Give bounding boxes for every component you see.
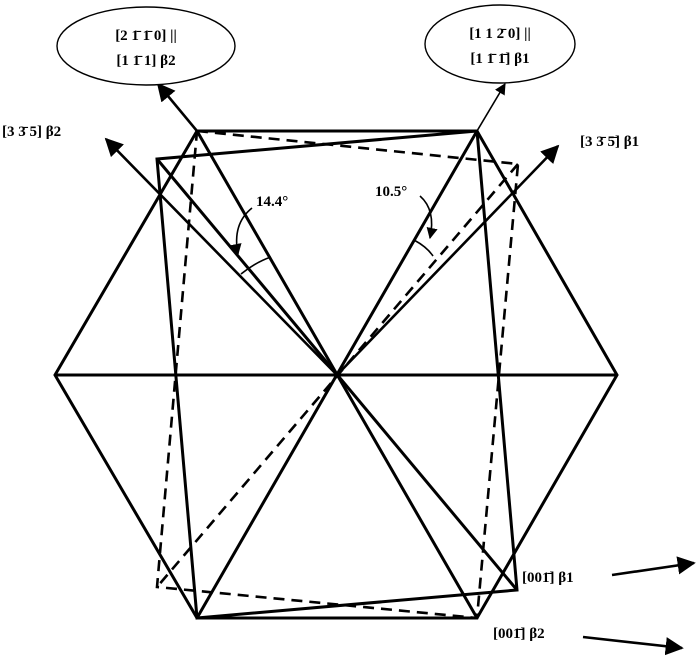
angle-right-label: 10.5° — [375, 184, 407, 200]
angle-arc-right — [413, 239, 434, 257]
right-axis-arrow — [336, 144, 560, 376]
top-left-arrow — [156, 82, 199, 132]
angle-left-label: 14.4° — [256, 194, 288, 210]
angle-arc-left — [240, 256, 272, 275]
top-left-label-line2: [1 1̄ 1] β2 — [116, 53, 175, 69]
angle-pointer-right — [419, 195, 438, 240]
b1-direction-arrow — [611, 556, 696, 577]
left-axis-arrow — [104, 137, 338, 376]
bottom-arrows — [582, 556, 696, 656]
top-right-ellipse — [424, 4, 576, 84]
top-right-arrow — [476, 83, 506, 132]
angle-markers — [230, 195, 438, 275]
top-right-label-line2: [1 1̄ 1̄] β1 — [470, 51, 529, 67]
axis-arrows — [104, 82, 560, 376]
left-axis-label: [3 3̄ 5] β2 — [2, 124, 61, 140]
beta2-diagonals — [156, 163, 519, 588]
angle-pointer-left — [230, 207, 253, 256]
top-left-ellipse — [56, 6, 236, 86]
b2-direction-arrow — [582, 635, 684, 656]
bottom-b1-label: [001̄] β1 — [522, 570, 574, 586]
bottom-b2-label: [001̄] β2 — [493, 626, 545, 642]
top-right-label-line1: [1 1 2̄ 0] || — [469, 26, 531, 42]
top-left-label-line1: [2 1̄ 1̄ 0] || — [115, 28, 177, 44]
beta2-rectangle — [155, 129, 520, 620]
right-axis-label: [3 3̄ 5̄] β1 — [580, 134, 639, 150]
